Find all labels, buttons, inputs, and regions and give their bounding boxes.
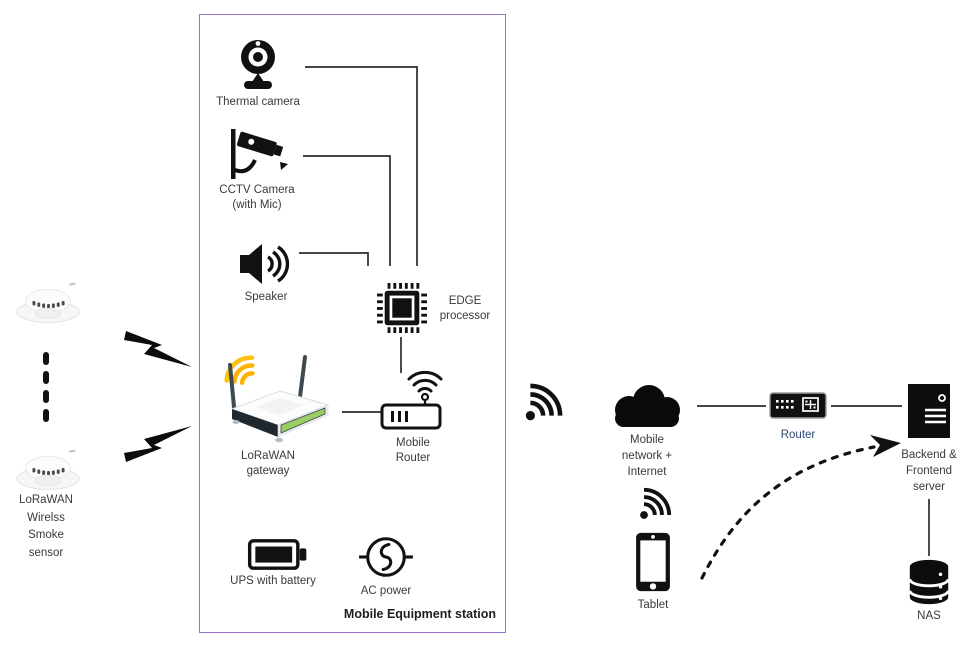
speaker-label: Speaker (244, 291, 288, 303)
cctv-camera-label: CCTV Camera (with Mic) (219, 184, 295, 211)
lorawan-gateway-label: LoRaWAN gateway (241, 450, 295, 477)
mobile-router-label: Mobile Router (395, 437, 431, 464)
smoke-sensor-label: LoRaWAN Wirelss Smoke sensor (19, 494, 73, 559)
ellipsis-dots-icon (43, 352, 49, 422)
speaker-icon (240, 244, 290, 284)
mobile-network-label: Mobile network + Internet (621, 434, 673, 478)
edge-processor-label: EDGE processor (439, 295, 491, 322)
backend-server-label: Backend & Frontend server (901, 449, 957, 493)
wifi-signal-icon (525, 383, 563, 421)
battery-icon (247, 539, 307, 570)
ac-source-icon (359, 537, 413, 577)
router-label: Router (780, 429, 816, 441)
wifi-router-3d-icon (224, 355, 330, 443)
thermal-camera-label: Thermal camera (216, 96, 300, 108)
server-tower-icon (908, 384, 950, 438)
tablet-label: Tablet (637, 599, 669, 611)
mobile-router-icon (380, 370, 443, 430)
dashed-arrow-tablet-to-server (700, 445, 876, 580)
smoke-detector-icon (16, 282, 80, 323)
chip-icon (377, 283, 427, 333)
webcam-icon (241, 40, 275, 89)
tablet-icon (636, 532, 670, 592)
station-boundary (199, 14, 506, 633)
database-icon (908, 559, 950, 605)
nas-label: NAS (917, 610, 941, 622)
wifi-signal-icon (640, 487, 672, 519)
lightning-bolt-icon (124, 426, 192, 462)
ac-power-label: AC power (360, 585, 412, 597)
cloud-icon (615, 385, 680, 427)
smoke-detector-icon (16, 449, 80, 490)
ups-label: UPS with battery (230, 575, 316, 587)
cctv-camera-icon (231, 129, 288, 179)
station-title: Mobile Equipment station (343, 607, 496, 621)
rack-router-icon (769, 392, 827, 419)
lightning-bolt-icon (124, 331, 192, 367)
